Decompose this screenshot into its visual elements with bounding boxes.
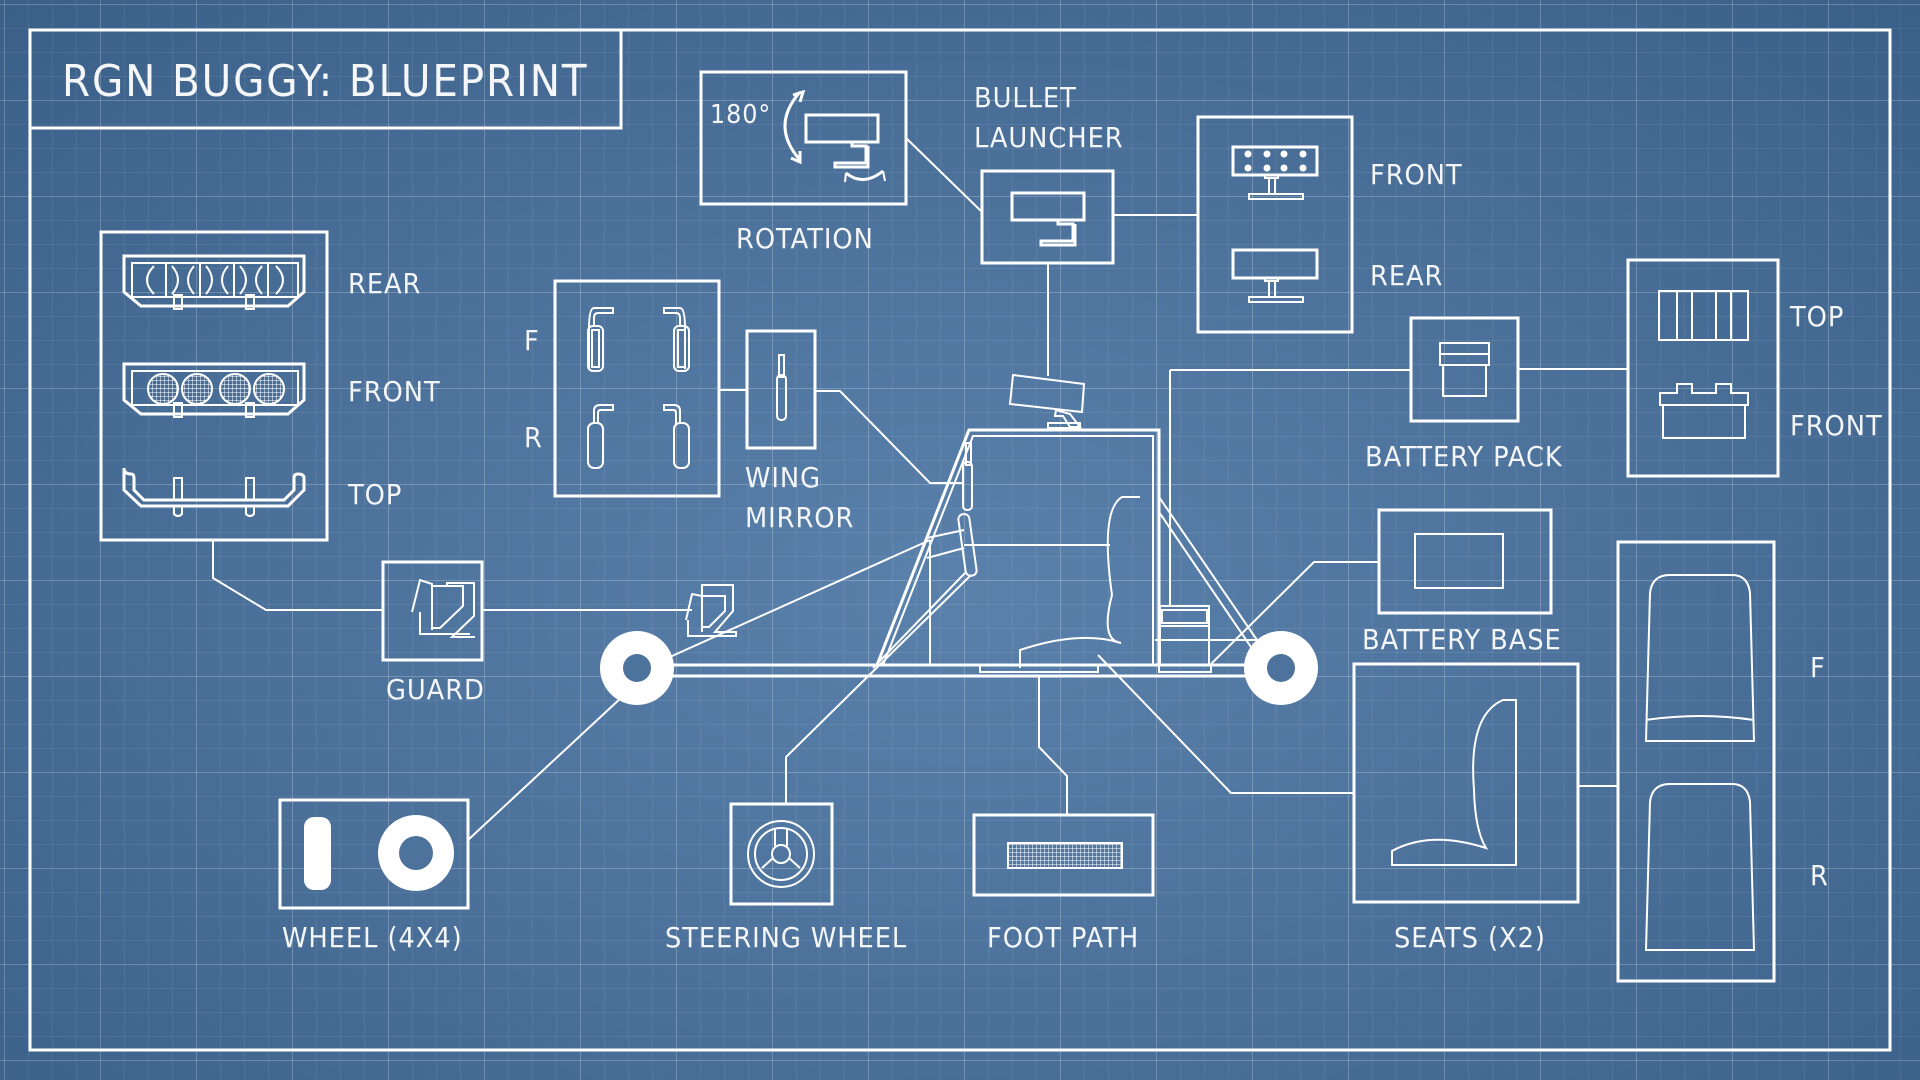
light-bar-front-label: FRONT <box>348 375 441 408</box>
guard-mounted <box>685 584 737 637</box>
buggy-side-view <box>600 369 1411 705</box>
light-bar-rear-label: REAR <box>348 267 422 300</box>
battery-front-label: FRONT <box>1790 409 1883 442</box>
title-box <box>30 30 623 130</box>
seat-front-label: F <box>1810 651 1826 684</box>
launcher-rear-label: REAR <box>1370 259 1444 292</box>
launcher-variants-diagram <box>1196 115 1354 334</box>
mirror-rear-label: R <box>524 421 543 454</box>
wing-mirror-label-2: MIRROR <box>745 501 855 534</box>
seat-variants-diagram <box>1616 540 1776 983</box>
battery-base-diagram <box>1377 508 1553 615</box>
battery-pack-diagram <box>1409 316 1520 423</box>
guard-label: GUARD <box>386 673 485 706</box>
wing-mirror-diagram <box>745 329 817 450</box>
connector-line <box>467 696 623 841</box>
connector-line <box>212 540 383 611</box>
launcher-front-label: FRONT <box>1370 158 1463 191</box>
connector-line <box>785 574 972 804</box>
connector-line <box>1209 561 1379 666</box>
connector-line <box>905 137 983 213</box>
bullet-launcher-label-1: BULLET <box>974 81 1077 114</box>
battery-top-label: TOP <box>1790 300 1845 333</box>
rotation-label: ROTATION <box>736 222 874 255</box>
foot-path-label: FOOT PATH <box>987 921 1140 954</box>
bullet-launcher-label-2: LAUNCHER <box>974 121 1124 154</box>
seats-diagram <box>1352 662 1580 904</box>
battery-base-label: BATTERY BASE <box>1362 623 1562 656</box>
seats-label: SEATS (X2) <box>1394 921 1546 954</box>
bullet-launcher-diagram <box>980 169 1115 265</box>
wheel-label: WHEEL (4X4) <box>282 921 463 954</box>
rotation-angle-label: 180° <box>710 100 772 130</box>
mirror-set-diagram <box>553 279 721 498</box>
foot-path-diagram <box>972 813 1155 897</box>
battery-pack-label: BATTERY PACK <box>1365 440 1563 473</box>
connector-line <box>1038 676 1068 815</box>
page-title: RGN BUGGY: BLUEPRINT <box>62 56 589 107</box>
light-bars-diagram <box>99 230 329 542</box>
steering-wheel-diagram <box>729 802 834 906</box>
guard-diagram <box>381 560 484 662</box>
rotation-diagram <box>699 70 908 206</box>
steering-wheel-label: STEERING WHEEL <box>665 921 908 954</box>
mirror-front-label: F <box>524 324 540 357</box>
wheel-diagram <box>278 798 470 910</box>
seat-rear-label: R <box>1810 859 1829 892</box>
light-bar-top-label: TOP <box>348 478 403 511</box>
battery-variants-diagram <box>1626 258 1780 478</box>
connector-line <box>1097 654 1354 794</box>
outer-frame <box>28 28 1892 1052</box>
wing-mirror-label-1: WING <box>745 461 821 494</box>
connector-line <box>815 390 963 484</box>
